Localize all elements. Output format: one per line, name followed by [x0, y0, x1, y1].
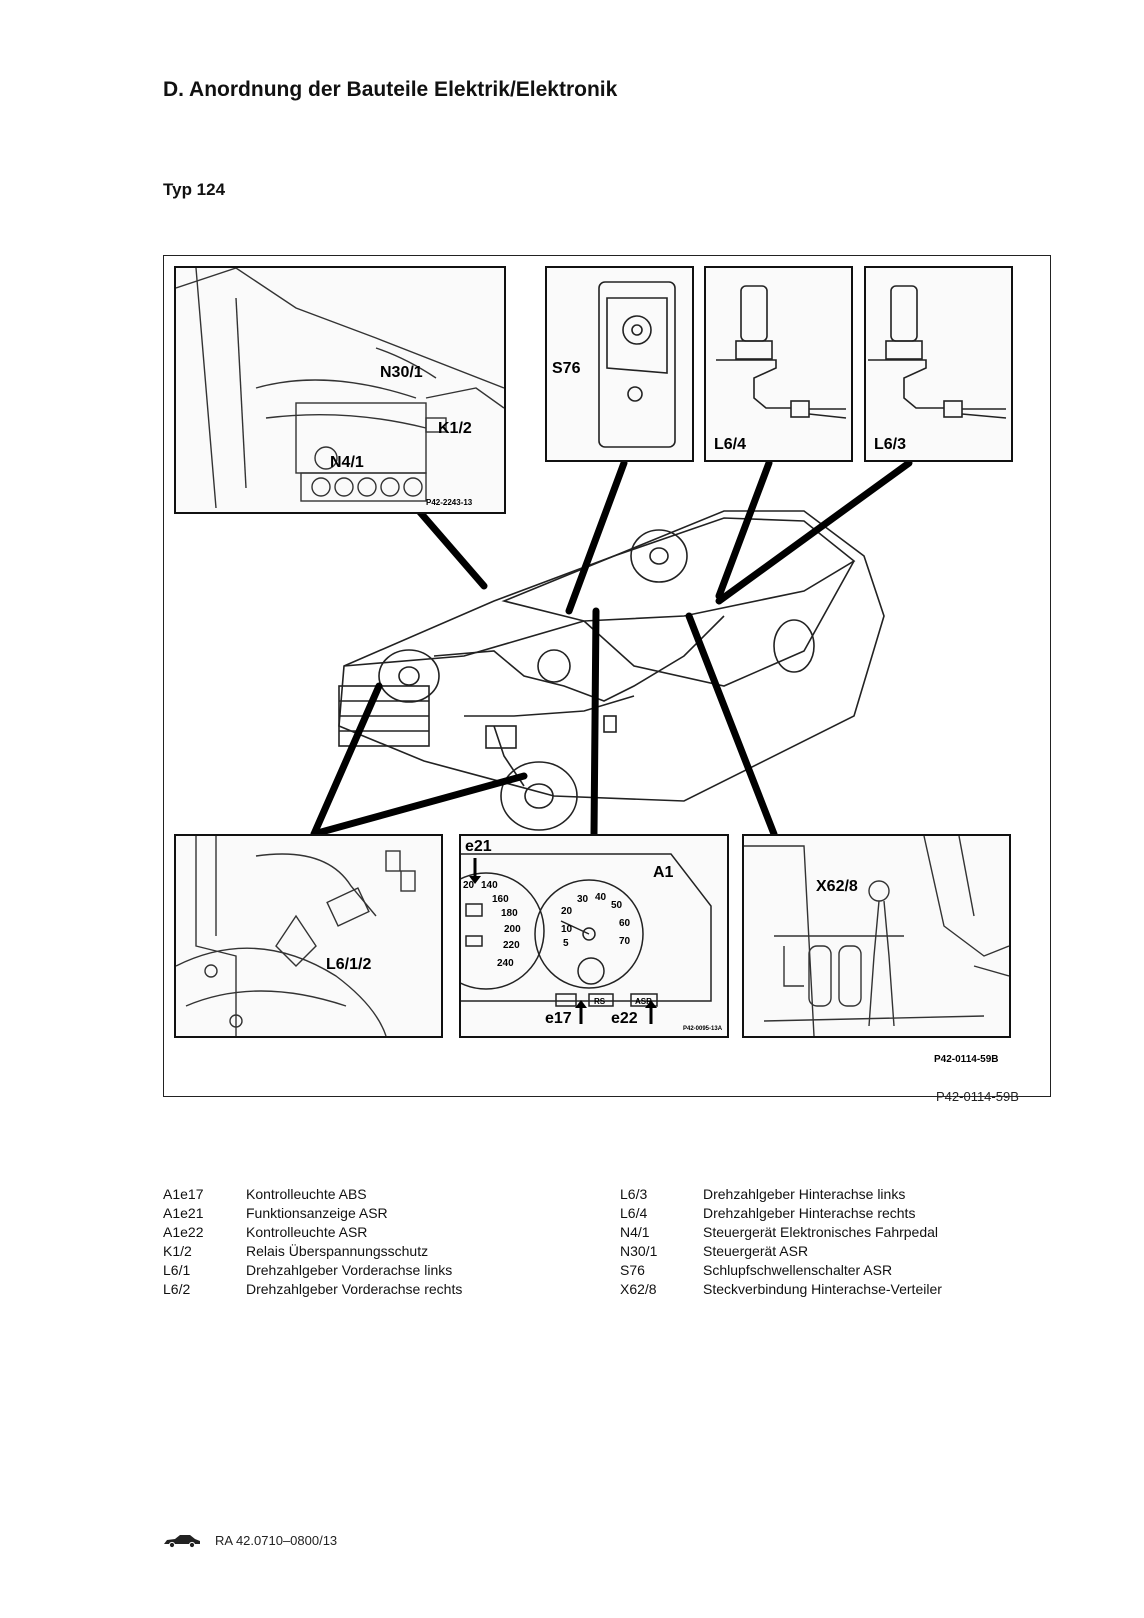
legend-row: N4/1 Steuergerät Elektronisches Fahrpedal: [620, 1223, 942, 1242]
label-n4-1: N4/1: [330, 454, 364, 471]
panel-l6-4: L6/4: [704, 266, 853, 462]
legend-row: K1/2 Relais Überspannungsschutz: [163, 1242, 462, 1261]
rear-right-sensor-drawing: [716, 285, 847, 419]
legend-row: L6/1 Drehzahlgeber Vorderachse links: [163, 1261, 462, 1280]
gauge-right-30: 30: [577, 894, 589, 905]
label-e21: e21: [465, 838, 492, 855]
legend-code: X62/8: [620, 1281, 657, 1297]
legend-desc: Steuergerät ASR: [703, 1243, 809, 1259]
legend-row: S76 Schlupfschwellenschalter ASR: [620, 1261, 942, 1280]
front-sensor-drawing: [176, 836, 416, 1036]
legend-row: X62/8 Steckverbindung Hinterachse-Verteil…: [620, 1280, 942, 1299]
gauge-right-20: 20: [561, 906, 573, 917]
legend-desc: Kontrolleuchte ABS: [246, 1186, 367, 1202]
legend-code: N30/1: [620, 1243, 658, 1259]
legend-desc: Drehzahlgeber Vorderachse rechts: [246, 1281, 463, 1297]
panel-l6-1-2: L6/1/2: [174, 834, 443, 1038]
legend-code: A1e21: [163, 1205, 204, 1221]
legend-code: A1e17: [163, 1186, 204, 1202]
legend-desc: Kontrolleuchte ASR: [246, 1224, 368, 1240]
legend-code: L6/3: [620, 1186, 648, 1202]
legend-left: A1e17 Kontrolleuchte ABS A1e21 Funktionsan…: [163, 1185, 462, 1299]
legend-code: L6/1: [163, 1262, 191, 1278]
legend-code: N4/1: [620, 1224, 650, 1240]
instrument-cluster-drawing: 20 140 160 180 200 220 240 20 30 40 50 6…: [461, 853, 712, 1024]
gauge-left-200: 200: [504, 924, 521, 935]
page-heading: D. Anordnung der Bauteile Elektrik/Elekt…: [163, 78, 618, 101]
label-e17: e17: [545, 1010, 572, 1027]
rear-left-sensor-drawing: [868, 285, 1007, 419]
component-location-figure: N30/1 K1/2 N4/1 P42-2243-13 S76: [163, 255, 1051, 1097]
legend-row: A1e21 Funktionsanzeige ASR: [163, 1204, 462, 1223]
legend-right: L6/3 Drehzahlgeber Hinterachse links L6/4…: [620, 1185, 942, 1299]
engine-bay-drawing: [176, 268, 504, 509]
gauge-left-180: 180: [501, 908, 518, 919]
gauge-left-140: 140: [481, 880, 498, 891]
figure-callout: P42-0114-59B: [936, 1089, 1019, 1104]
label-k1-2: K1/2: [438, 420, 472, 437]
legend-row: N30/1 Steuergerät ASR: [620, 1242, 942, 1261]
indicator-rs: RS: [594, 997, 606, 1006]
panel-s76: S76: [545, 266, 694, 462]
panel-engine-bay: N30/1 K1/2 N4/1 P42-2243-13: [174, 266, 506, 514]
label-a1: A1: [653, 864, 674, 881]
legend-row: L6/2 Drehzahlgeber Vorderachse rechts: [163, 1280, 462, 1299]
car-icon: [163, 1534, 201, 1548]
page-footer: RA 42.0710–0800/13: [163, 1533, 337, 1548]
label-l6-1-2: L6/1/2: [326, 956, 372, 973]
gauge-right-60: 60: [619, 918, 631, 929]
gauge-left-20: 20: [463, 880, 475, 891]
legend-desc: Steuergerät Elektronisches Fahrpedal: [703, 1224, 939, 1240]
gauge-left-160: 160: [492, 894, 509, 905]
label-x62-8: X62/8: [816, 878, 858, 895]
type-heading: Typ 124: [163, 180, 226, 199]
legend-row: A1e17 Kontrolleuchte ABS: [163, 1185, 462, 1204]
switch-drawing: [598, 281, 676, 448]
doc-reference: RA 42.0710–0800/13: [215, 1533, 338, 1548]
legend-code: L6/2: [163, 1281, 191, 1297]
legend-desc: Relais Überspannungsschutz: [246, 1243, 429, 1259]
gauge-right-5: 5: [563, 938, 569, 949]
label-n30-1: N30/1: [380, 364, 423, 381]
figure-ref-inner: P42-0114-59B: [934, 1054, 999, 1065]
legend-desc: Funktionsanzeige ASR: [246, 1205, 388, 1221]
legend-desc: Drehzahlgeber Hinterachse links: [703, 1186, 906, 1202]
legend-row: L6/3 Drehzahlgeber Hinterachse links: [620, 1185, 942, 1204]
legend-code: K1/2: [163, 1243, 192, 1259]
legend-row: A1e22 Kontrolleuchte ASR: [163, 1223, 462, 1242]
panel-a1-instrument-cluster: 20 140 160 180 200 220 240 20 30 40 50 6…: [459, 834, 729, 1038]
panel-l6-3: L6/3: [864, 266, 1013, 462]
legend-row: L6/4 Drehzahlgeber Hinterachse rechts: [620, 1204, 942, 1223]
label-e22: e22: [611, 1010, 638, 1027]
legend-code: L6/4: [620, 1205, 648, 1221]
label-l6-3: L6/3: [874, 436, 907, 453]
legend-desc: Drehzahlgeber Vorderachse links: [246, 1262, 453, 1278]
panel-x62-8: X62/8: [742, 834, 1011, 1038]
legend-code: A1e22: [163, 1224, 204, 1240]
legend-code: S76: [620, 1262, 645, 1278]
gauge-left-220: 220: [503, 940, 520, 951]
gauge-right-70: 70: [619, 936, 631, 947]
gauge-right-50: 50: [611, 900, 623, 911]
gauge-right-40: 40: [595, 892, 607, 903]
label-s76: S76: [552, 360, 581, 377]
indicator-asr: ASR: [635, 997, 652, 1006]
legend-desc: Drehzahlgeber Hinterachse rechts: [703, 1205, 916, 1221]
legend-desc: Schlupfschwellenschalter ASR: [703, 1262, 893, 1278]
car-illustration: [310, 459, 913, 838]
rear-connector-drawing: [744, 836, 1009, 1036]
gauge-left-240: 240: [497, 958, 514, 969]
label-l6-4: L6/4: [714, 436, 747, 453]
panel-ref-p42-2243: P42-2243-13: [426, 498, 473, 507]
gauge-right-10: 10: [561, 924, 573, 935]
panel-ref-p42-0095: P42-0095-13A: [683, 1026, 723, 1032]
legend-desc: Steckverbindung Hinterachse-Verteiler: [703, 1281, 942, 1297]
